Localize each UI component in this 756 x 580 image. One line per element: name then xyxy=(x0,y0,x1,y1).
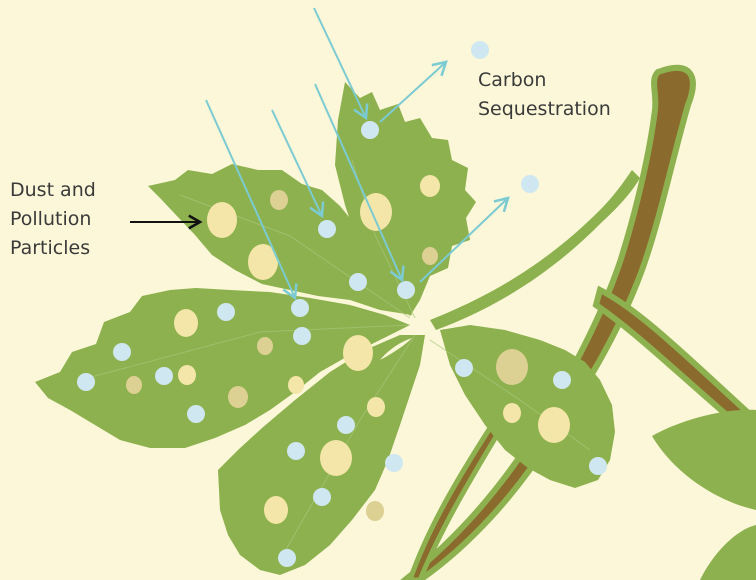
dust-particle xyxy=(420,175,440,197)
dust-particle xyxy=(367,397,385,417)
carbon-particle xyxy=(313,488,331,506)
dust-particle xyxy=(264,496,288,524)
dust-particle xyxy=(422,247,438,265)
carbon-particle xyxy=(361,121,379,139)
carbon-particle xyxy=(455,359,473,377)
dust-particle xyxy=(503,403,521,423)
carbon-particle xyxy=(521,175,539,193)
dust-particle xyxy=(288,376,304,394)
carbon-particle xyxy=(287,442,305,460)
leaf-right-lower xyxy=(652,410,756,510)
carbon-particle xyxy=(217,303,235,321)
carbon-particle xyxy=(385,454,403,472)
carbon-particle xyxy=(293,327,311,345)
dust-particle xyxy=(174,309,198,337)
carbon-particle xyxy=(589,457,607,475)
dust-particle xyxy=(126,376,142,394)
dust-particle xyxy=(257,337,273,355)
dust-particle xyxy=(496,349,528,385)
carbon-particle xyxy=(77,373,95,391)
dust-particle xyxy=(178,365,196,385)
carbon-particle xyxy=(397,281,415,299)
label-line: Pollution xyxy=(10,205,96,234)
dust-pollution-label: Dust and Pollution Particles xyxy=(10,176,96,263)
dust-particle xyxy=(343,335,373,371)
label-line: Dust and xyxy=(10,176,96,205)
carbon-particle xyxy=(318,220,336,238)
dust-particle xyxy=(270,190,288,210)
carbon-particle xyxy=(337,416,355,434)
carbon-particle xyxy=(278,549,296,567)
carbon-particle xyxy=(349,273,367,291)
carbon-particle xyxy=(187,405,205,423)
dust-particle xyxy=(207,202,237,238)
label-line: Carbon xyxy=(478,66,611,95)
carbon-sequestration-label: Carbon Sequestration xyxy=(478,66,611,124)
carbon-particle xyxy=(471,41,489,59)
carbon-particle xyxy=(553,371,571,389)
label-line: Particles xyxy=(10,234,96,263)
dust-particle xyxy=(320,440,352,476)
dust-particle xyxy=(228,386,248,408)
carbon-arrow-icon xyxy=(380,62,446,122)
carbon-particle xyxy=(155,367,173,385)
label-line: Sequestration xyxy=(478,95,611,124)
dust-particle xyxy=(360,193,392,231)
carbon-particle xyxy=(291,299,309,317)
dust-particle xyxy=(538,407,570,443)
dust-particle xyxy=(366,501,384,521)
stem-group xyxy=(405,68,756,580)
carbon-particle xyxy=(113,343,131,361)
leaf-bottom-right xyxy=(700,525,756,580)
